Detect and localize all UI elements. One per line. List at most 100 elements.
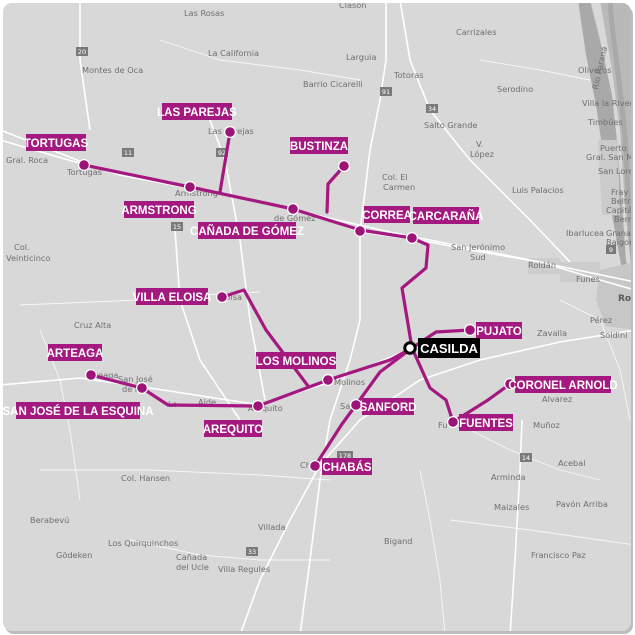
place-cruz-alta: Cruz Alta <box>74 320 111 330</box>
label-arteaga[interactable]: ARTEAGA <box>47 344 104 361</box>
route-casilda-fuentes <box>410 346 455 424</box>
label-correa[interactable]: CORREA <box>362 206 412 223</box>
label-casilda[interactable]: CASILDA <box>418 338 480 358</box>
hub-marker-casilda[interactable] <box>403 341 417 355</box>
place-fuentes: Fu <box>438 420 447 430</box>
shield-r20: 20 <box>76 47 88 56</box>
place-villa-eloisa: Eloisa <box>218 292 242 302</box>
shield-r91: 91 <box>380 87 392 96</box>
road-minor-2 <box>40 469 331 481</box>
route-carcarana-casilda <box>400 236 430 350</box>
road-rp91 <box>359 3 387 233</box>
place-clason: Clason <box>339 0 366 10</box>
stop-marker-fuentes[interactable] <box>447 416 460 429</box>
place-san-jeronimo: San Jerónimo <box>451 242 505 252</box>
place-san-lorenzo: San Lore <box>598 166 634 176</box>
label-san-jose[interactable]: SAN JOSÉ DE LA ESQUINA <box>2 402 154 419</box>
place-totoras: Totoras <box>393 70 424 80</box>
stop-marker-villa-eloisa[interactable] <box>216 291 229 304</box>
place-lopez: López <box>470 149 494 159</box>
label-tortugas[interactable]: TORTUGAS <box>24 134 89 151</box>
place-de-la: de la <box>122 384 142 394</box>
stop-marker-arteaga[interactable] <box>84 369 97 382</box>
place-perez: Pérez <box>590 315 612 325</box>
place-capitan: Capitán <box>606 205 635 215</box>
stop-marker-carcarana[interactable] <box>406 232 419 245</box>
stop-marker-pujato[interactable] <box>464 324 477 337</box>
label-pujato[interactable]: PUJATO <box>476 322 522 339</box>
place-v-lopez: V. <box>476 139 483 149</box>
svg-text:TORTUGAS: TORTUGAS <box>24 138 89 150</box>
svg-text:92: 92 <box>218 149 226 157</box>
stop-marker-chabas[interactable] <box>309 460 322 473</box>
place-bermudez: Berm <box>614 214 635 224</box>
label-sanford[interactable]: SANFORD <box>360 398 417 415</box>
stop-marker-tortugas[interactable] <box>77 159 90 172</box>
road-minor-7 <box>129 539 330 561</box>
place-col: Col. <box>14 242 30 252</box>
place-canada-de-gomez: de Gómez <box>274 213 316 223</box>
road-minor-8 <box>469 429 601 481</box>
svg-text:FUENTES: FUENTES <box>459 418 513 430</box>
place-zavalla: Zavalla <box>537 328 567 338</box>
shield-r14: 14 <box>520 453 532 462</box>
label-fuentes[interactable]: FUENTES <box>459 414 513 431</box>
place-san-martin: Gral. San Mar <box>586 152 635 162</box>
label-chabas[interactable]: CHABÁS <box>322 458 372 475</box>
label-los-molinos[interactable]: LOS MOLINOS <box>256 352 337 369</box>
stop-marker-arequito[interactable] <box>252 400 265 413</box>
stop-marker-armstrong[interactable] <box>184 181 197 194</box>
place-villada: Villada <box>258 522 285 532</box>
place-gral-roca: Gral. Roca <box>6 155 48 165</box>
place-veinticinco: Veinticinco <box>6 253 50 263</box>
stop-marker-sanford[interactable] <box>350 399 363 412</box>
svg-text:CHABÁS: CHABÁS <box>322 461 372 474</box>
place-oliveros: Oliveros <box>578 65 611 75</box>
shield-r33: 33 <box>246 547 258 556</box>
road-minor-4 <box>559 299 631 421</box>
road-minor-6 <box>159 39 361 81</box>
river-islands <box>600 3 631 290</box>
stop-marker-correa[interactable] <box>354 225 367 238</box>
place-villa-regules: Villa Regules <box>218 564 270 574</box>
road-minor-3 <box>449 519 631 546</box>
label-carcarana[interactable]: CARCARAÑÁ <box>409 207 484 224</box>
label-arequito[interactable]: AREQUITO <box>203 420 264 437</box>
label-villa-eloisa[interactable]: VILLA ELOISA <box>133 288 212 305</box>
stop-marker-san-jose[interactable] <box>136 382 149 395</box>
river-channel <box>607 3 631 281</box>
label-canada-de-gomez[interactable]: CAÑADA DE GÓMEZ <box>190 222 304 239</box>
stop-marker-las-parejas[interactable] <box>224 125 237 138</box>
road-rp11 <box>209 119 266 401</box>
place-salto-grande: Salto Grande <box>424 120 477 130</box>
place-timbues: Timbúes <box>587 117 623 127</box>
svg-text:BUSTINZA: BUSTINZA <box>290 141 348 153</box>
route-network <box>77 125 517 473</box>
place-arteaga: Arteaga <box>86 370 118 380</box>
label-armstrong[interactable]: ARMSTRONG <box>121 201 197 218</box>
place-aldea: Alde <box>198 397 216 407</box>
stop-marker-canada-de-gomez[interactable] <box>287 203 300 216</box>
place-serodino: Serodino <box>497 84 533 94</box>
label-bustinza[interactable]: BUSTINZA <box>290 137 348 154</box>
label-coronel-arnold[interactable]: CORONEL ARNOLD <box>508 376 618 393</box>
place-baigorria: Baigorri <box>606 237 635 247</box>
place-carrizales: Carrizales <box>456 27 497 37</box>
svg-text:14: 14 <box>522 454 530 462</box>
svg-text:LOS MOLINOS: LOS MOLINOS <box>256 356 337 368</box>
svg-text:CARCARAÑÁ: CARCARAÑÁ <box>409 210 484 223</box>
place-sud: Sud <box>470 252 486 262</box>
urban-san-lorenzo <box>598 140 620 215</box>
place-arequito: Arequito <box>248 403 283 413</box>
svg-text:11: 11 <box>124 149 132 157</box>
stop-marker-bustinza[interactable] <box>338 160 351 173</box>
place-puerto-gral: Puerto <box>600 143 627 153</box>
label-las-parejas[interactable]: LAS PAREJAS <box>157 103 237 120</box>
place-barrio-cicarelli: Barrio Cicarelli <box>303 79 363 89</box>
svg-text:15: 15 <box>173 223 181 231</box>
svg-text:178: 178 <box>339 452 351 460</box>
route-bustinza <box>325 164 346 214</box>
place-col-hansen: Col. Hansen <box>121 473 170 483</box>
svg-text:PUJATO: PUJATO <box>476 326 522 338</box>
stop-marker-los-molinos[interactable] <box>322 374 335 387</box>
